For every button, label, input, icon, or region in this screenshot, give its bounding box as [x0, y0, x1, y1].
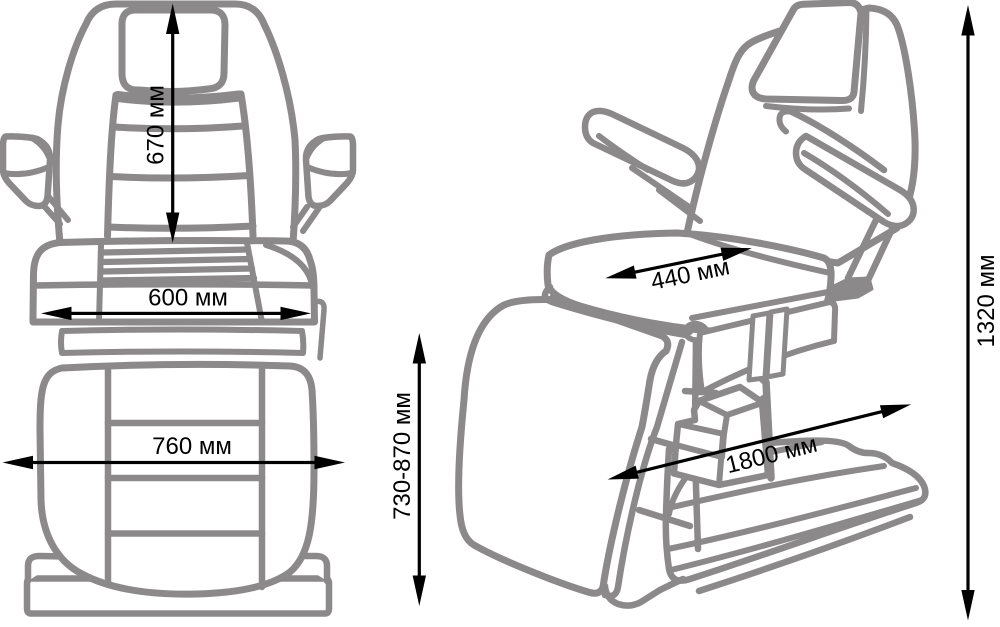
svg-text:670 мм: 670 мм: [143, 85, 170, 165]
svg-text:730-870 мм: 730-870 мм: [389, 392, 416, 520]
svg-text:600 мм: 600 мм: [148, 285, 228, 312]
svg-text:760 мм: 760 мм: [152, 433, 232, 460]
svg-text:1320 мм: 1320 мм: [973, 254, 1000, 347]
